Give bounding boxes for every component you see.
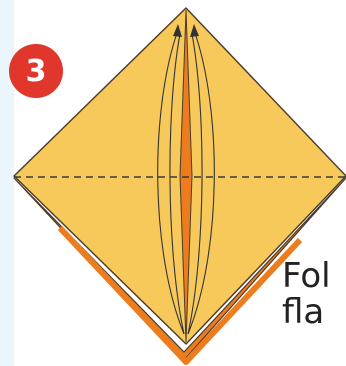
step-number-badge: 3: [9, 44, 63, 98]
left-edge-strip: [0, 0, 14, 366]
instruction-text: Fol fla: [282, 258, 346, 330]
